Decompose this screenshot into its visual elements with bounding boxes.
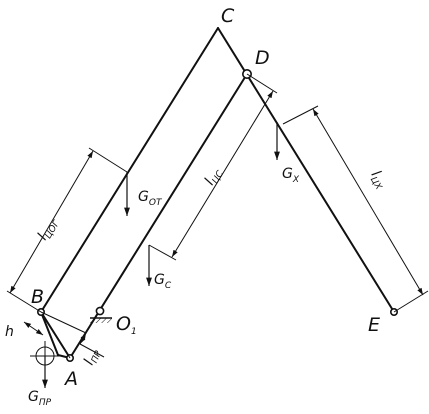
label-l-pr: lПР <box>81 346 104 369</box>
links <box>40 27 395 359</box>
dim-l-pr-line <box>79 332 87 345</box>
label-g-x: GХ <box>282 166 300 185</box>
label-point-d: D <box>255 47 270 69</box>
label-l-cog-main: l <box>35 231 51 243</box>
label-point-c: C <box>221 5 235 27</box>
label-l-cs: lЦС <box>202 164 227 189</box>
label-l-pr-main: l <box>81 357 97 367</box>
label-g-pr-sub: ПР <box>39 398 52 408</box>
label-point-o1-sub: 1 <box>131 327 137 337</box>
label-h: h <box>5 324 14 340</box>
link-bc <box>40 27 219 313</box>
ground-support-o1 <box>90 317 112 323</box>
label-g-c-sub: С <box>165 281 172 291</box>
label-l-pr-sub: ПР <box>90 349 104 365</box>
pivot-o1 <box>95 306 105 316</box>
label-g-ot: GОТ <box>138 189 163 208</box>
dimension-labels: lЦОГ lЦС lЦХ lПР h <box>5 164 391 369</box>
point-labels: C D B A E O1 <box>31 5 380 390</box>
link-ad <box>69 73 248 359</box>
dim-h-line <box>23 321 44 336</box>
label-g-x-main: G <box>282 166 293 182</box>
label-point-o1-main: O <box>116 313 131 335</box>
force-labels: GОТ GС GХ GПР <box>28 166 300 408</box>
label-g-c: GС <box>154 272 172 291</box>
label-g-ot-sub: ОТ <box>149 198 163 208</box>
label-l-cx-main: l <box>368 168 384 180</box>
label-g-x-sub: Х <box>292 175 300 185</box>
forces <box>42 122 280 388</box>
label-point-o1: O1 <box>116 313 137 337</box>
label-point-b: B <box>31 286 44 308</box>
dim-l-cs-line <box>171 90 274 258</box>
label-l-cog: lЦОГ <box>35 214 63 244</box>
label-point-a: A <box>63 368 78 390</box>
label-l-cx: lЦХ <box>366 168 391 193</box>
label-l-cs-main: l <box>202 176 218 188</box>
dim-l-cog-line <box>9 150 94 294</box>
link-pr-1 <box>40 311 59 356</box>
label-g-pr-main: G <box>28 389 39 405</box>
label-g-c-main: G <box>154 272 165 288</box>
label-l-cog-sub: ЦОГ <box>44 218 63 240</box>
dim-l-cx-line <box>312 108 424 296</box>
label-point-e: E <box>368 314 380 336</box>
label-g-pr: GПР <box>28 389 52 408</box>
label-g-ot-main: G <box>138 189 149 205</box>
dimension-lines <box>6 73 429 359</box>
